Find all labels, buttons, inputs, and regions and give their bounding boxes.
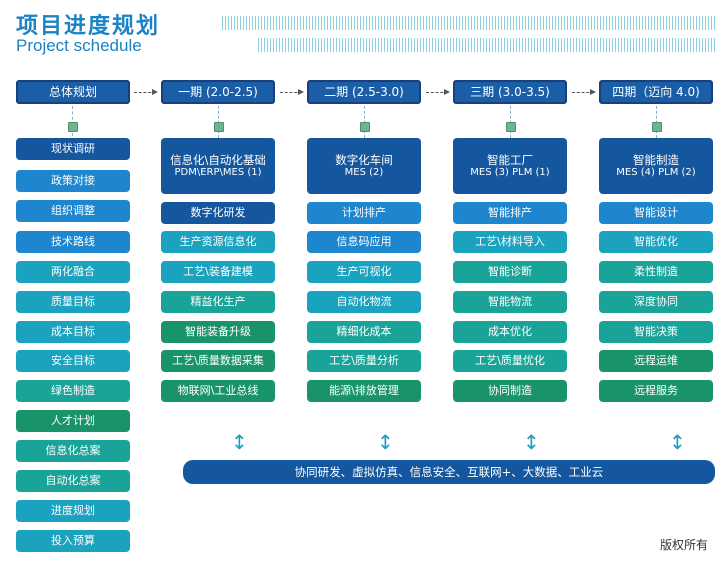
phase-4-item: 柔性制造 [599,261,713,283]
phase-3-item: 工艺\材料导入 [453,231,567,253]
phase-1-item: 数字化研发 [161,202,275,224]
double-arrow-icon: ↕ [377,430,394,454]
phase-4-system: MES (4) PLM (2) [616,166,696,178]
phase-4-card: 智能制造 MES (4) PLM (2) [599,138,713,194]
phase-1-system: PDM\ERP\MES (1) [174,166,262,178]
phase-3-item: 工艺\质量优化 [453,350,567,372]
header-phase-2: 二期 (2.5-3.0) [307,80,421,104]
left-item: 自动化总案 [16,470,130,492]
double-arrow-icon: ↕ [523,430,540,454]
left-item: 政策对接 [16,170,130,192]
phase-1-item: 精益化生产 [161,291,275,313]
phase-1-title: 信息化\自动化基础 [170,152,266,167]
left-item: 质量目标 [16,291,130,313]
left-item: 信息化总案 [16,440,130,462]
phase-2-item: 能源\排放管理 [307,380,421,402]
phase-2-item: 生产可视化 [307,261,421,283]
phase-3-item: 协同制造 [453,380,567,402]
header-overall: 总体规划 [16,80,130,104]
phase-4-item: 远程运维 [599,350,713,372]
arrow-right-icon [134,89,158,95]
phase-4-item: 智能优化 [599,231,713,253]
left-item: 安全目标 [16,350,130,372]
phase-3-title: 智能工厂 [487,152,533,167]
phase-3-item: 成本优化 [453,321,567,343]
copyright-text: 版权所有 [659,538,708,552]
phase-3-item: 智能诊断 [453,261,567,283]
arrow-right-icon [572,89,596,95]
phase-1-item: 物联网\工业总线 [161,380,275,402]
square-node-icon [652,122,662,132]
phase-2-title: 数字化车间 [335,152,393,167]
phase-1-card: 信息化\自动化基础 PDM\ERP\MES (1) [161,138,275,194]
phase-2-system: MES (2) [344,166,384,178]
phase-2-item: 自动化物流 [307,291,421,313]
left-item: 人才计划 [16,410,130,432]
phase-2-item: 精细化成本 [307,321,421,343]
phase-3-item: 智能排产 [453,202,567,224]
phase-4-title: 智能制造 [633,152,679,167]
double-arrow-icon: ↕ [669,430,686,454]
left-item: 绿色制造 [16,380,130,402]
left-item: 进度规划 [16,500,130,522]
phase-2-item: 信息码应用 [307,231,421,253]
decorative-stripe-top [222,16,716,30]
phase-1-item: 智能装备升级 [161,321,275,343]
header-phase-4: 四期（迈向 4.0) [599,80,713,104]
phase-2-item: 计划排产 [307,202,421,224]
phase-1-item: 工艺\质量数据采集 [161,350,275,372]
square-node-icon [506,122,516,132]
phase-2-card: 数字化车间 MES (2) [307,138,421,194]
phase-3-system: MES (3) PLM (1) [470,166,550,178]
left-item: 现状调研 [16,138,130,160]
phase-1-item: 工艺\装备建模 [161,261,275,283]
connector-line [72,106,73,136]
page-title: 项目进度规划 [16,14,161,39]
phase-4-item: 智能决策 [599,321,713,343]
phase-3-card: 智能工厂 MES (3) PLM (1) [453,138,567,194]
shared-platform-bar: 协同研发、虚拟仿真、信息安全、互联网+、大数据、工业云 [183,460,715,484]
header-phase-1: 一期 (2.0-2.5) [161,80,275,104]
page-subtitle: Project schedule [16,36,142,55]
double-arrow-icon: ↕ [231,430,248,454]
left-item: 两化融合 [16,261,130,283]
header-phase-3: 三期 (3.0-3.5) [453,80,567,104]
phase-2-item: 工艺\质量分析 [307,350,421,372]
decorative-stripe-bottom [258,38,716,52]
square-node-icon [360,122,370,132]
arrow-right-icon [280,89,304,95]
left-item: 投入预算 [16,530,130,552]
left-item: 技术路线 [16,231,130,253]
phase-4-item: 远程服务 [599,380,713,402]
phase-1-item: 生产资源信息化 [161,231,275,253]
arrow-right-icon [426,89,450,95]
phase-4-item: 深度协同 [599,291,713,313]
phase-4-item: 智能设计 [599,202,713,224]
square-node-icon [214,122,224,132]
left-item: 成本目标 [16,321,130,343]
square-node-icon [68,122,78,132]
phase-3-item: 智能物流 [453,291,567,313]
left-item: 组织调整 [16,200,130,222]
